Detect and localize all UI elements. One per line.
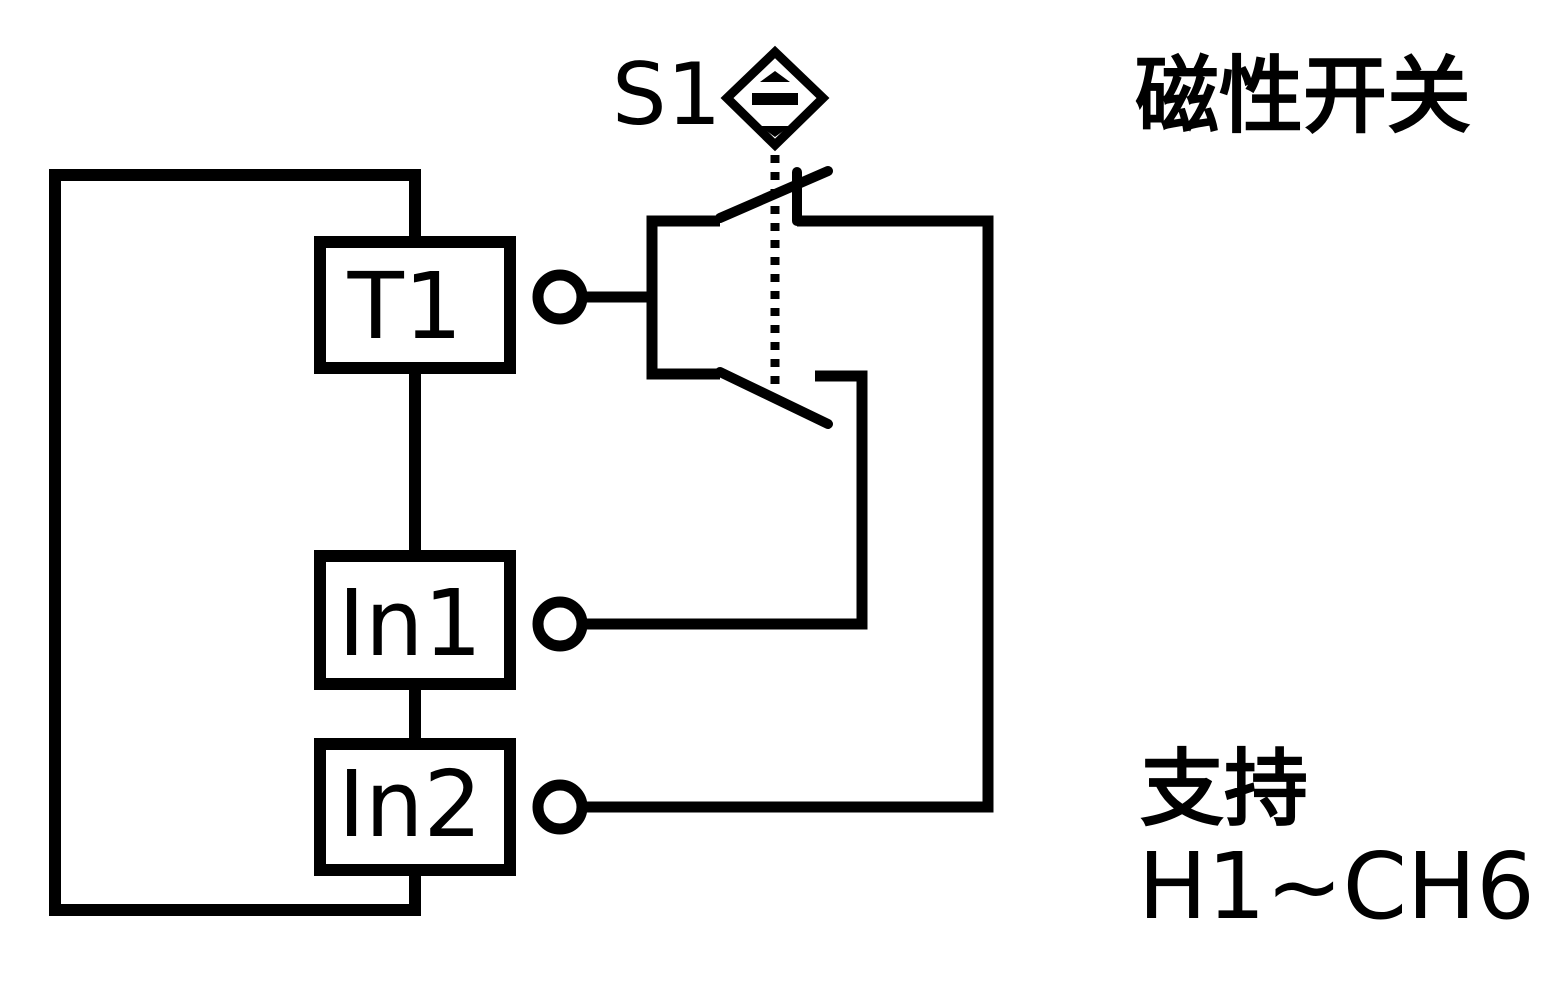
t1-connection-circle [532, 269, 588, 325]
in1-connection-circle [532, 596, 588, 652]
terminal-in1: In1 [314, 550, 516, 690]
left-bus-wire [49, 169, 421, 916]
in2-connection-circle [532, 779, 588, 835]
switch-label: S1 [612, 45, 721, 145]
support-label: 支持 [1140, 740, 1308, 838]
terminal-in2: In2 [314, 738, 516, 876]
diagram-title: 磁性开关 [1135, 47, 1471, 145]
terminal-in2-label: In2 [338, 751, 482, 858]
terminal-t1-label: T1 [347, 253, 463, 360]
terminal-in1-label: In1 [338, 570, 482, 677]
terminal-t1: T1 [314, 236, 516, 374]
switch-wiring [582, 215, 994, 813]
diamond-sensor-icon [720, 45, 830, 152]
support-channels: H1~CH6 [1138, 833, 1535, 940]
